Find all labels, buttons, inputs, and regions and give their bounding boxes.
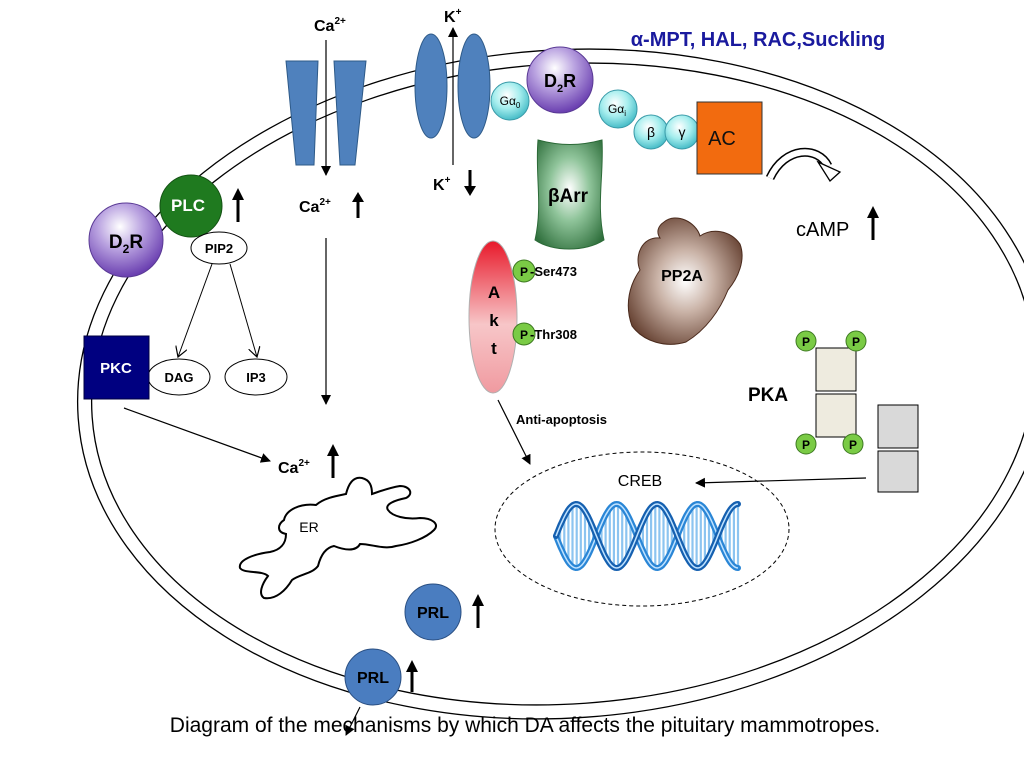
prl-intracellular: PRL [404,583,462,641]
svg-text:β: β [647,124,655,140]
svg-text:P: P [849,438,857,452]
phospho-thr308-site: P -Thr308 [512,322,577,346]
beta-arrestin: βArr [534,139,605,250]
calcium-er-increase-icon [327,444,339,478]
figure-caption: Diagram of the mechanisms by which DA af… [169,714,881,737]
pip2-node: PIP2 [190,231,248,265]
svg-text:IP3: IP3 [246,370,266,385]
camp-label: cAMP [796,219,849,241]
g-gamma-subunit: γ [664,114,700,150]
endoplasmic-reticulum: ER [238,476,438,600]
pka-phosphate-site-4: P [842,433,864,455]
svg-text:γ: γ [679,124,686,140]
svg-text:P: P [520,328,528,342]
pkc-box: PKC [83,335,150,400]
pka-phosphate-site-2: P [845,330,867,352]
svg-text:Gα0: Gα0 [500,94,521,110]
svg-text:-Thr308: -Thr308 [530,327,577,342]
svg-text:P: P [852,335,860,349]
plc-increase-icon [232,188,244,222]
d2r-receptor-membrane: D2R [526,46,594,114]
svg-text:Gαi: Gαi [608,102,626,118]
phospho-ser473-site: P -Ser473 [512,259,577,283]
potassium-label-top: K+ [444,7,462,26]
svg-text:PIP2: PIP2 [205,241,233,256]
g-beta-subunit: β [633,114,669,150]
svg-text:AC: AC [708,128,736,150]
prl-inner-increase-icon [472,594,484,628]
dna-helix-icon [553,500,741,572]
plc-enzyme: PLC [159,174,223,238]
svg-text:A: A [488,283,500,302]
svg-text:D2R: D2R [544,71,576,95]
pka-phosphate-site-3: P [795,433,817,455]
curved-arrow-icon [765,147,842,182]
prl-secretion-arrow [345,706,361,736]
nucleus [494,451,790,607]
stimuli-title: α-MPT, HAL, RAC,Suckling [631,29,886,51]
svg-text:ER: ER [299,519,318,535]
camp-increase-icon [867,206,879,240]
g-alpha-0-subunit: Gα0 [490,81,530,121]
adenylyl-cyclase-box: AC [696,101,763,175]
pka-label: PKA [748,385,788,406]
calcium-label-cytoplasm: Ca2+ [299,197,331,216]
g-alpha-i-subunit: Gαi [598,89,638,129]
dag-node: DAG [147,358,211,396]
prl-membrane-increase-icon [406,660,418,692]
pka-phosphate-site-1: P [795,330,817,352]
pip2-to-ip3-arrow [229,263,257,357]
svg-text:P: P [802,438,810,452]
ip3-node: IP3 [224,358,288,396]
calcium-channel [285,60,367,166]
calcium-label-top: Ca2+ [314,16,346,35]
calcium-increase-icon [352,192,364,218]
potassium-channel [414,33,491,139]
calcium-label-er: Ca2+ [278,458,310,477]
svg-text:PP2A: PP2A [661,268,703,285]
pka-catalytic-subunits [877,404,919,493]
akt-kinase: A k t [468,240,518,394]
svg-text:PRL: PRL [357,670,389,687]
pkc-to-er-arrow [123,407,271,463]
svg-text:PKC: PKC [100,360,132,377]
svg-text:t: t [491,339,497,358]
anti-apoptosis-label: Anti-apoptosis [516,412,607,427]
svg-text:PLC: PLC [171,196,205,215]
svg-text:P: P [520,265,528,279]
svg-text:βArr: βArr [548,186,589,207]
svg-text:P: P [802,335,810,349]
svg-text:k: k [489,311,499,330]
prl-membrane: PRL [344,648,402,706]
pp2a-phosphatase: PP2A [627,217,743,345]
potassium-decrease-icon [464,170,476,196]
pka-regulatory-subunits [815,347,857,438]
creb-label: CREB [618,473,662,490]
potassium-label-mid: K+ [433,175,451,194]
d2r-receptor-left: D2R [88,202,164,278]
pka-to-creb-arrow [695,477,867,488]
svg-text:D2R: D2R [109,232,143,256]
pip2-to-dag-arrow [178,263,213,357]
svg-text:DAG: DAG [165,370,194,385]
svg-text:PRL: PRL [417,605,449,622]
akt-to-nucleus-arrow [497,399,531,465]
svg-text:-Ser473: -Ser473 [530,264,577,279]
